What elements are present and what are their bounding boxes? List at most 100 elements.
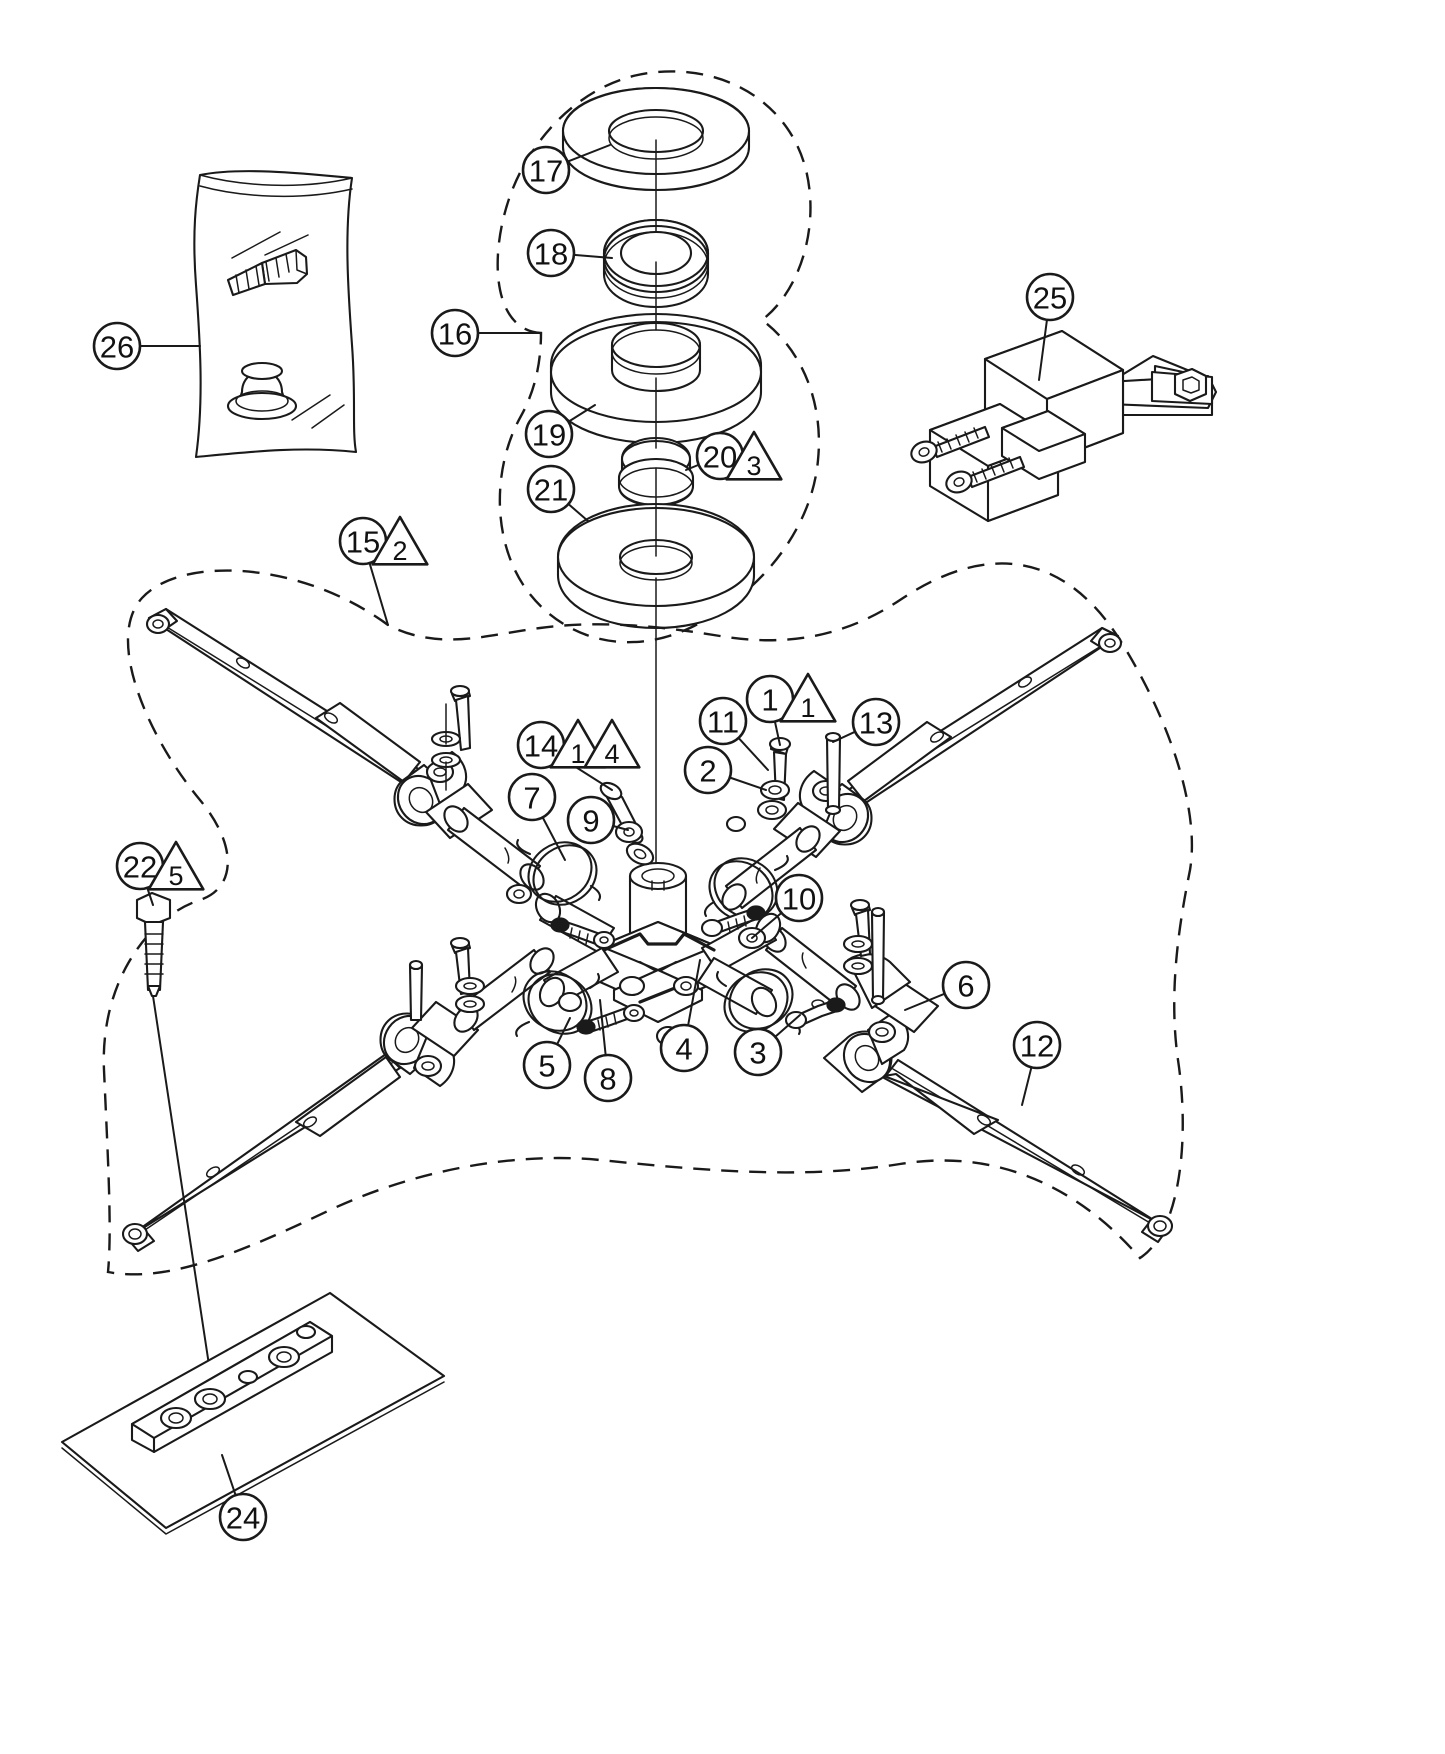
callout-note-tri-22-label: 5 [168, 861, 183, 891]
fastener-stack-lower-right [842, 898, 886, 1006]
callout-label-2: 2 [699, 754, 716, 789]
callout-note-tri-20-label: 3 [746, 451, 761, 481]
callout-note-tri-14-label: 1 [570, 739, 585, 769]
callout-note-tri-20 [725, 430, 783, 481]
callout-bubble-9[interactable] [566, 795, 616, 845]
callout-bubble-4[interactable] [659, 1023, 709, 1073]
callout-bubble-24[interactable] [218, 1492, 268, 1542]
part-retaining-ring-ll [515, 970, 601, 1038]
grease-fitting-right [700, 905, 766, 938]
callout-7[interactable]: 7 [507, 772, 566, 861]
callout-25[interactable]: 25 [1025, 272, 1075, 381]
callout-bubble-11[interactable] [698, 696, 748, 746]
callout-label-21: 21 [534, 473, 568, 508]
callout-leader-13 [832, 730, 857, 743]
callout-9[interactable]: 9 [566, 795, 629, 845]
callout-bubble-19[interactable] [524, 409, 574, 459]
callout-bubble-7[interactable] [507, 772, 557, 822]
callout-19[interactable]: 19 [524, 404, 596, 459]
part-arm-lower-right [882, 1058, 1174, 1244]
callout-label-17: 17 [529, 154, 563, 189]
callout-label-5: 5 [538, 1049, 555, 1084]
callout-label-14: 14 [524, 729, 558, 764]
callout-bubble-16[interactable] [430, 308, 480, 358]
callout-label-24: 24 [226, 1501, 260, 1536]
callout-leader-21 [567, 503, 589, 522]
callout-12[interactable]: 12 [1012, 1020, 1062, 1106]
callout-bubble-12[interactable] [1012, 1020, 1062, 1070]
callout-21[interactable]: 21 [526, 464, 589, 522]
callout-leader-6 [904, 992, 946, 1011]
callout-label-22: 22 [123, 850, 157, 885]
bracket-screw-upper [910, 425, 991, 464]
part-pivot-pin [824, 731, 842, 816]
callout-label-13: 13 [859, 706, 893, 741]
callout-bubble-10[interactable] [774, 873, 824, 923]
callout-bubble-21[interactable] [526, 464, 576, 514]
callout-bubble-18[interactable] [526, 228, 576, 278]
callout-label-11: 11 [707, 705, 739, 740]
callout-label-16: 16 [438, 317, 472, 352]
callout-8[interactable]: 8 [583, 999, 633, 1103]
part-retaining-ring-ur [703, 854, 789, 922]
callout-26[interactable]: 26 [92, 321, 201, 371]
callout-label-19: 19 [532, 418, 566, 453]
callout-16[interactable]: 16 [430, 308, 542, 358]
callout-bubble-8[interactable] [583, 1053, 633, 1103]
callout-11[interactable]: 11 [698, 696, 769, 771]
callout-bubble-17[interactable] [521, 145, 571, 195]
callout-note-tri-15 [371, 515, 429, 566]
callout-bubble-6[interactable] [941, 960, 991, 1010]
part-flange-disc [549, 312, 763, 445]
callout-note-tri-22 [147, 840, 205, 891]
part-mounting-bracket [910, 329, 1218, 523]
callout-leader-19 [567, 404, 596, 423]
callout-bubble-13[interactable] [851, 697, 901, 747]
grease-fitting-left [550, 917, 616, 950]
callout-leader-7 [541, 816, 566, 861]
callout-bubble-5[interactable] [522, 1040, 572, 1090]
callout-4[interactable]: 4 [659, 959, 709, 1073]
callout-bubble-25[interactable] [1025, 272, 1075, 322]
callout-bubble-2[interactable] [683, 745, 733, 795]
callout-leader-1 [773, 720, 781, 746]
callout-13[interactable]: 13 [832, 697, 901, 747]
part-upper-flat-washer [561, 86, 751, 192]
fastener-stack-upper-right [756, 736, 792, 821]
callout-label-18: 18 [534, 237, 568, 272]
callout-22[interactable]: 22 5 [115, 840, 205, 906]
callout-18[interactable]: 18 [526, 228, 613, 278]
fittings-cluster [505, 815, 846, 1047]
callout-bubble-26[interactable] [92, 321, 142, 371]
callout-leader-12 [1021, 1066, 1033, 1106]
callout-note-tri-1 [779, 672, 837, 723]
callout-label-1: 1 [761, 683, 778, 718]
callout-label-25: 25 [1033, 281, 1067, 316]
part-base-plate [60, 1291, 446, 1535]
callout-10[interactable]: 10 [751, 873, 824, 939]
callout-leader-2 [728, 776, 767, 791]
callout-5[interactable]: 5 [522, 1017, 572, 1090]
callout-label-12: 12 [1020, 1029, 1054, 1064]
part-arm-upper-right [846, 626, 1123, 806]
callout-3[interactable]: 3 [733, 1014, 801, 1077]
part-arm-upper-left [145, 607, 422, 786]
callout-24[interactable]: 24 [218, 1454, 268, 1542]
callout-leader-3 [774, 1014, 801, 1038]
callout-label-8: 8 [599, 1062, 616, 1097]
callout-6[interactable]: 6 [904, 960, 991, 1011]
bag-item-grommet [226, 361, 298, 421]
callout-bubble-3[interactable] [733, 1027, 783, 1077]
callout-17[interactable]: 17 [521, 144, 611, 195]
bag-item-bolt [226, 248, 309, 297]
callout-label-4: 4 [675, 1032, 692, 1067]
part-link-tube-lr [761, 925, 861, 1011]
callout-leader-10 [751, 911, 783, 939]
callout-2[interactable]: 2 [683, 745, 767, 795]
